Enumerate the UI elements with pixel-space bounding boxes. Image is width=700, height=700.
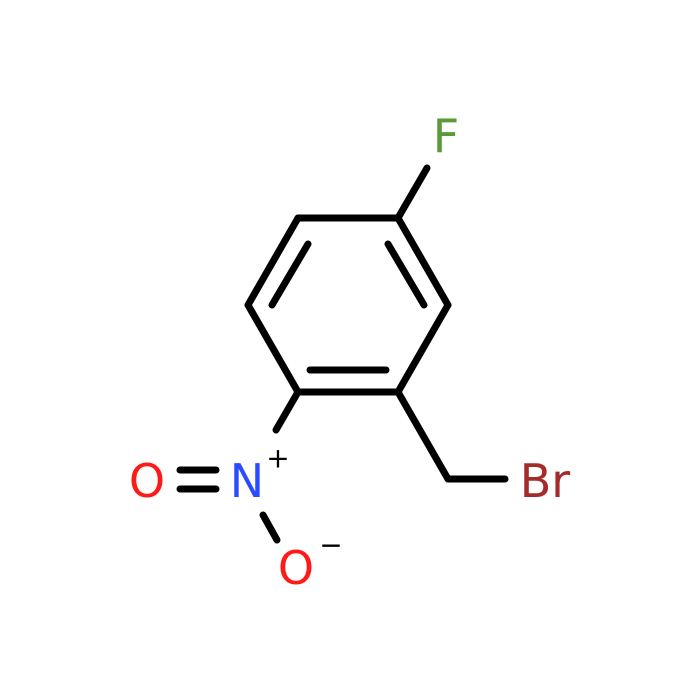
bond-c5-nitrogen bbox=[272, 388, 302, 434]
oxygen-negative-charge: − bbox=[319, 529, 342, 562]
ring-inner-bond-c2-c3 bbox=[384, 240, 428, 309]
atom-nitrogen-label: N bbox=[230, 454, 264, 508]
bond-nitrogen-oxygen-single bbox=[259, 511, 281, 544]
ring-bond-c3-c4 bbox=[394, 301, 452, 396]
bond-c2-fluorine bbox=[394, 164, 431, 222]
nitrogen-positive-charge: + bbox=[266, 442, 289, 475]
ring-bond-c2-c3 bbox=[394, 214, 452, 309]
ring-inner-bond-c1-c6 bbox=[268, 240, 312, 309]
atom-fluorine-label: F bbox=[433, 109, 459, 163]
atom-oxygen-single-label: O bbox=[278, 541, 314, 595]
ring-bond-c5-c6 bbox=[244, 301, 302, 396]
atom-oxygen-double-label: O bbox=[129, 454, 165, 508]
ring-bond-c6-c1 bbox=[244, 214, 302, 309]
atom-bromine-label: Br bbox=[520, 454, 571, 508]
bond-c4-ch2 bbox=[394, 388, 452, 483]
